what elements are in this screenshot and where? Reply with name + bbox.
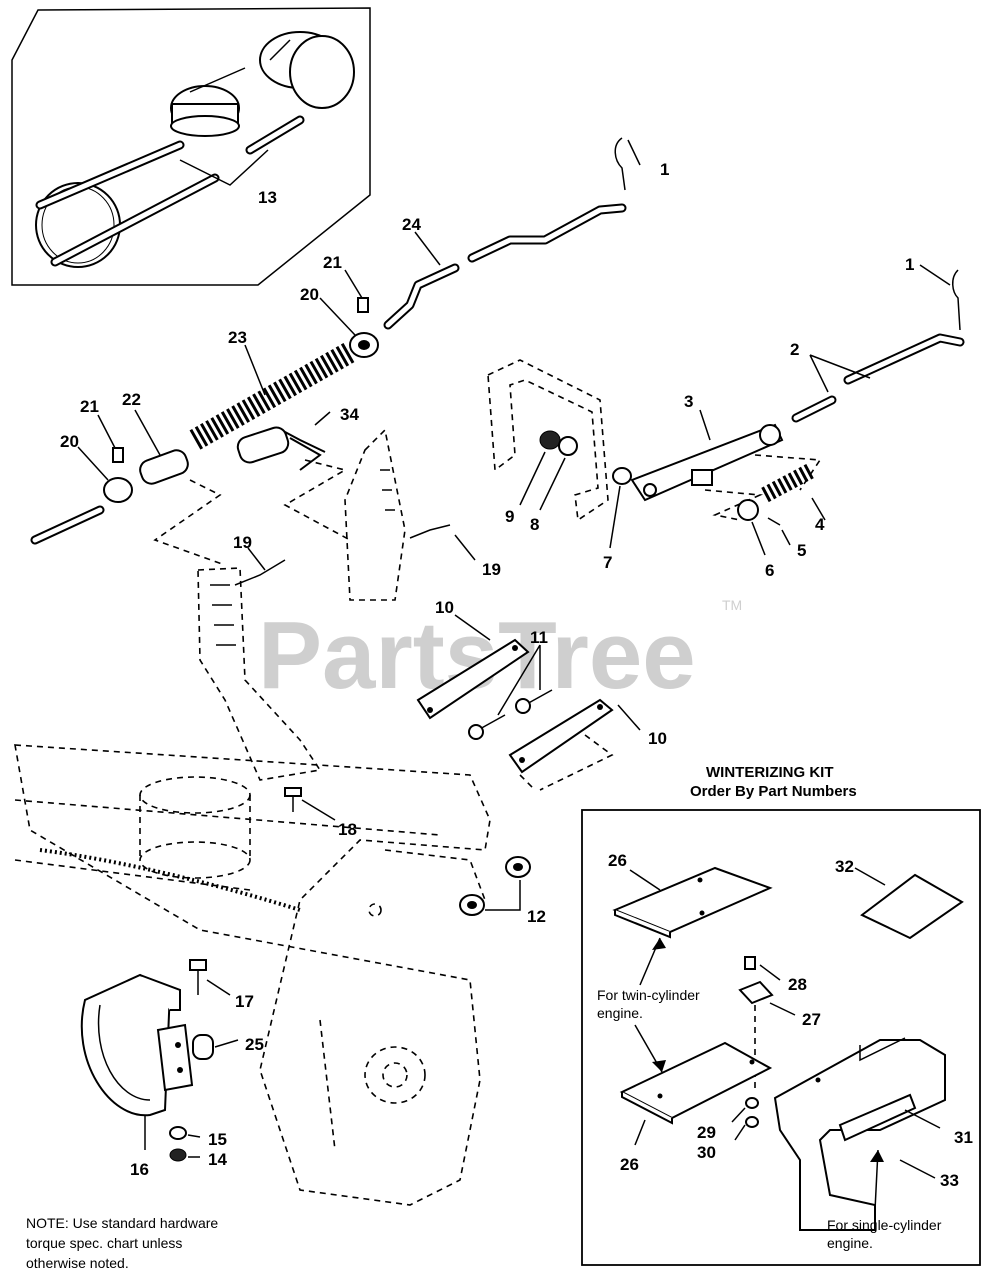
callout-5: 5 (797, 541, 806, 560)
single-line2: engine. (827, 1235, 873, 1251)
callout-31: 31 (954, 1128, 973, 1147)
bolt-21-upper: 21 (323, 253, 369, 313)
bushing-20-upper: 20 (300, 285, 379, 358)
bushing-20-lower: 20 (60, 432, 133, 503)
note: NOTE: Use standard hardware torque spec.… (26, 1215, 218, 1271)
callout-18: 18 (338, 820, 357, 839)
callout-24: 24 (402, 215, 421, 234)
callout-22: 22 (122, 390, 141, 409)
note-line3: otherwise noted. (26, 1255, 129, 1271)
link-10-upper: 10 (416, 598, 530, 720)
lever-3: 3 (630, 392, 784, 502)
bolts-11: 11 (468, 628, 553, 740)
trademark: TM (722, 597, 742, 613)
clip-19-right: 19 (409, 524, 501, 579)
callout-20-lower: 20 (60, 432, 79, 451)
kit-title: WINTERIZING KIT (706, 764, 834, 781)
spring-23: 23 (189, 328, 356, 450)
pin-5: 5 (767, 517, 806, 560)
callout-12: 12 (527, 907, 546, 926)
callout-28: 28 (788, 975, 807, 994)
callout-1-right: 1 (905, 255, 914, 274)
callout-23: 23 (228, 328, 247, 347)
rod-24: 24 (383, 203, 627, 330)
bushing-7: 7 (603, 467, 632, 572)
pivot-bracket-dashed (344, 428, 406, 601)
callout-16: 16 (130, 1160, 149, 1179)
twin-line2: engine. (597, 1005, 643, 1021)
washer-8: 8 (530, 436, 578, 534)
callout-11: 11 (530, 628, 548, 647)
callout-8: 8 (530, 515, 539, 534)
callout-1-top: 1 (660, 160, 669, 179)
callout-13: 13 (258, 188, 277, 207)
callout-26-top: 26 (608, 851, 627, 870)
rod-2: 2 (790, 333, 965, 423)
belt-inset: 13 (11, 7, 371, 286)
callout-29: 29 (697, 1123, 716, 1142)
bolt-21-lower: 21 (80, 397, 124, 463)
short-rod (30, 505, 105, 545)
nuts-12: 12 (459, 856, 546, 926)
kit-box (581, 809, 981, 1266)
nut-9: 9 (505, 430, 561, 526)
note-line2: torque spec. chart unless (26, 1235, 182, 1251)
pedal-arm-dashed (197, 567, 322, 781)
callout-25: 25 (245, 1035, 264, 1054)
callout-21-lower: 21 (80, 397, 99, 416)
callout-4: 4 (815, 515, 825, 534)
callout-2: 2 (790, 340, 799, 359)
nut-14: 14 (169, 1148, 227, 1169)
watermark: PartsTree (258, 602, 696, 709)
spring-4: 4 (761, 462, 826, 534)
callout-27: 27 (802, 1010, 821, 1029)
upper-bracket-dashed (487, 359, 609, 522)
callout-32: 32 (835, 857, 854, 876)
callout-26-bottom: 26 (620, 1155, 639, 1174)
bolt-17: 17 (189, 959, 254, 1011)
note-line1: NOTE: Use standard hardware (26, 1215, 218, 1231)
callout-17: 17 (235, 992, 254, 1011)
twin-line1: For twin-cylinder (597, 987, 700, 1003)
cotter-pin-1-right: 1 (905, 255, 961, 331)
tractor-frame-dashed (14, 744, 491, 1206)
callout-33: 33 (940, 1171, 959, 1190)
callout-10-upper: 10 (435, 598, 454, 617)
spacer-25: 25 (192, 1034, 264, 1060)
bolt-18: 18 (284, 787, 357, 839)
callout-15: 15 (208, 1130, 227, 1149)
callout-19-left: 19 (233, 533, 252, 552)
callout-21-upper: 21 (323, 253, 342, 272)
callout-7: 7 (603, 553, 612, 572)
callout-19-right: 19 (482, 560, 501, 579)
callout-14: 14 (208, 1150, 227, 1169)
cotter-pin-1-top: 1 (614, 137, 669, 191)
link-10-lower: 10 (508, 698, 667, 774)
clevis-22: 22 (122, 390, 189, 485)
single-line1: For single-cylinder (827, 1217, 942, 1233)
callout-6: 6 (765, 561, 774, 580)
callout-20-upper: 20 (300, 285, 319, 304)
clevis-34: 34 (236, 405, 359, 471)
winterizing-kit: WINTERIZING KIT Order By Part Numbers 26… (581, 764, 981, 1266)
washer-15: 15 (169, 1126, 227, 1149)
clip-19-left: 19 (233, 533, 286, 586)
callout-10-lower: 10 (648, 729, 667, 748)
kit-subtitle: Order By Part Numbers (690, 783, 857, 800)
callout-34: 34 (340, 405, 359, 424)
callout-3: 3 (684, 392, 693, 411)
callout-30: 30 (697, 1143, 716, 1162)
belt-guard-16: 16 (80, 973, 181, 1179)
mount-bracket (156, 1023, 194, 1092)
nut-6: 6 (737, 499, 774, 580)
callout-9: 9 (505, 507, 514, 526)
